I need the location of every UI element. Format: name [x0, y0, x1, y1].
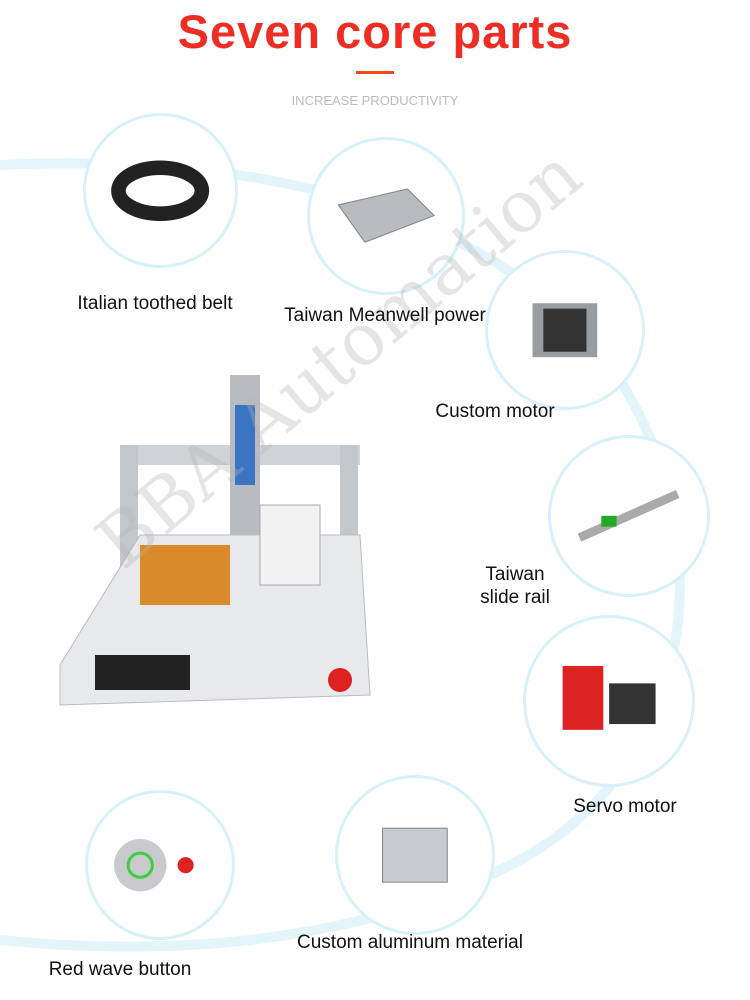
label-motor: Custom motor	[435, 401, 555, 422]
page-title: Seven core parts	[177, 5, 573, 58]
screw-machine-image	[40, 335, 380, 760]
label-rail: Taiwan slide rail	[480, 564, 550, 608]
part-circle-power	[307, 137, 465, 295]
page-subtitle: INCREASE PRODUCTIVITY	[291, 93, 459, 108]
label-servo: Servo motor	[573, 796, 677, 817]
stepper-motor-image	[532, 303, 598, 357]
push-button-image	[113, 838, 194, 892]
part-circle-button	[85, 790, 235, 940]
slide-rail-image	[578, 490, 680, 542]
title-divider	[356, 71, 394, 74]
part-circle-motor	[485, 250, 645, 410]
part-circle-aluminum	[335, 775, 495, 935]
label-power: Taiwan Meanwell power	[284, 305, 486, 326]
part-circle-servo	[523, 615, 695, 787]
label-aluminum: Custom aluminum material	[297, 932, 523, 953]
part-circle-rail	[548, 435, 710, 597]
part-circle-belt	[83, 113, 238, 268]
label-belt: Italian toothed belt	[77, 293, 233, 314]
toothed-belt-image	[111, 160, 210, 221]
label-button: Red wave button	[48, 959, 192, 980]
servo-motor-image	[562, 666, 656, 731]
aluminum-block-image	[382, 827, 448, 883]
power-supply-image	[337, 188, 435, 244]
